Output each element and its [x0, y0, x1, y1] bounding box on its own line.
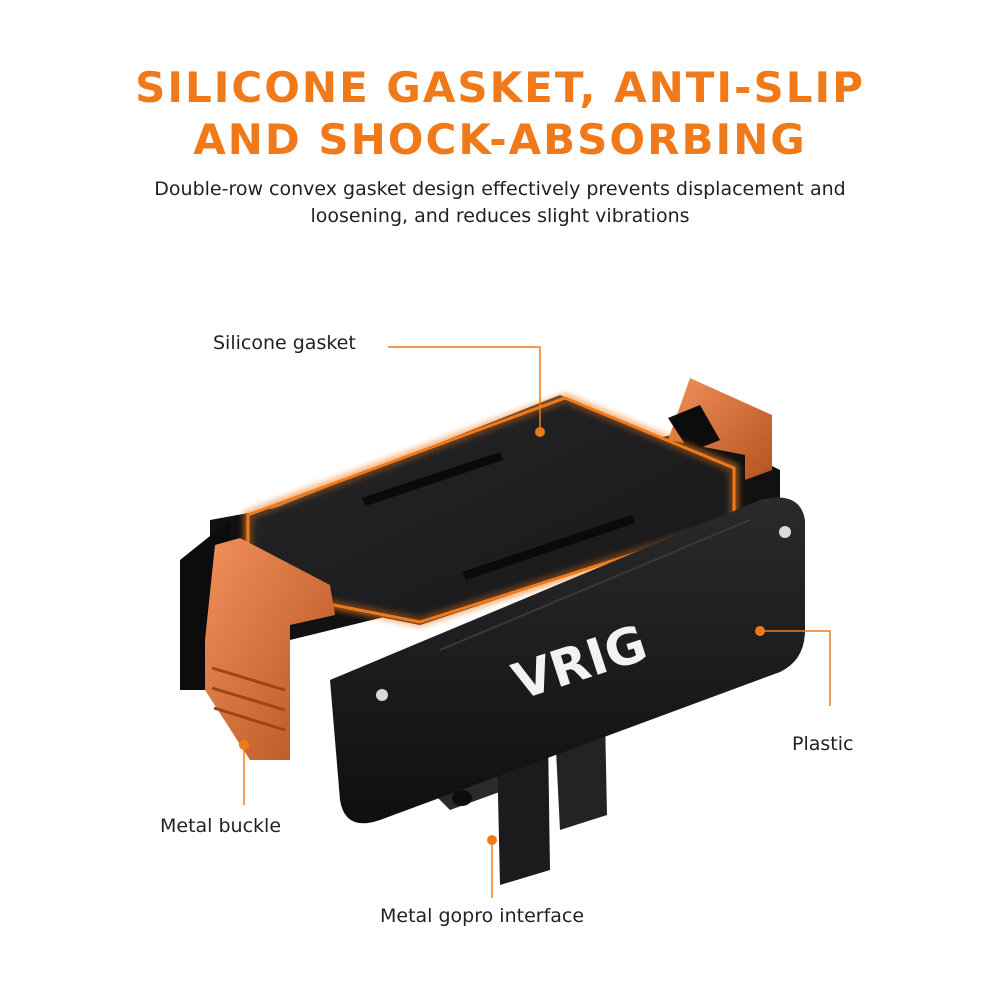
front-body: VRIG	[330, 497, 805, 824]
screw-left	[376, 689, 388, 701]
subtitle-line-1: Double-row convex gasket design effectiv…	[154, 178, 846, 200]
rear-metal-buckle	[668, 378, 772, 480]
callout-metal-gopro: Metal gopro interface	[380, 905, 585, 927]
title-line-2: AND SHOCK-ABSORBING	[193, 115, 807, 164]
page-title: SILICONE GASKET, ANTI-SLIP AND SHOCK-ABS…	[0, 62, 1000, 166]
top-plate	[245, 395, 735, 625]
screw-right	[779, 526, 791, 538]
title-line-1: SILICONE GASKET, ANTI-SLIP	[135, 63, 865, 112]
front-metal-buckle	[205, 538, 335, 760]
subtitle-line-2: loosening, and reduces slight vibrations	[310, 205, 690, 227]
callout-leaders	[239, 346, 831, 898]
callout-metal-buckle: Metal buckle	[160, 815, 282, 837]
callout-plastic: Plastic	[792, 733, 854, 755]
callout-silicone-gasket: Silicone gasket	[213, 332, 356, 354]
page-subtitle: Double-row convex gasket design effectiv…	[60, 176, 940, 230]
